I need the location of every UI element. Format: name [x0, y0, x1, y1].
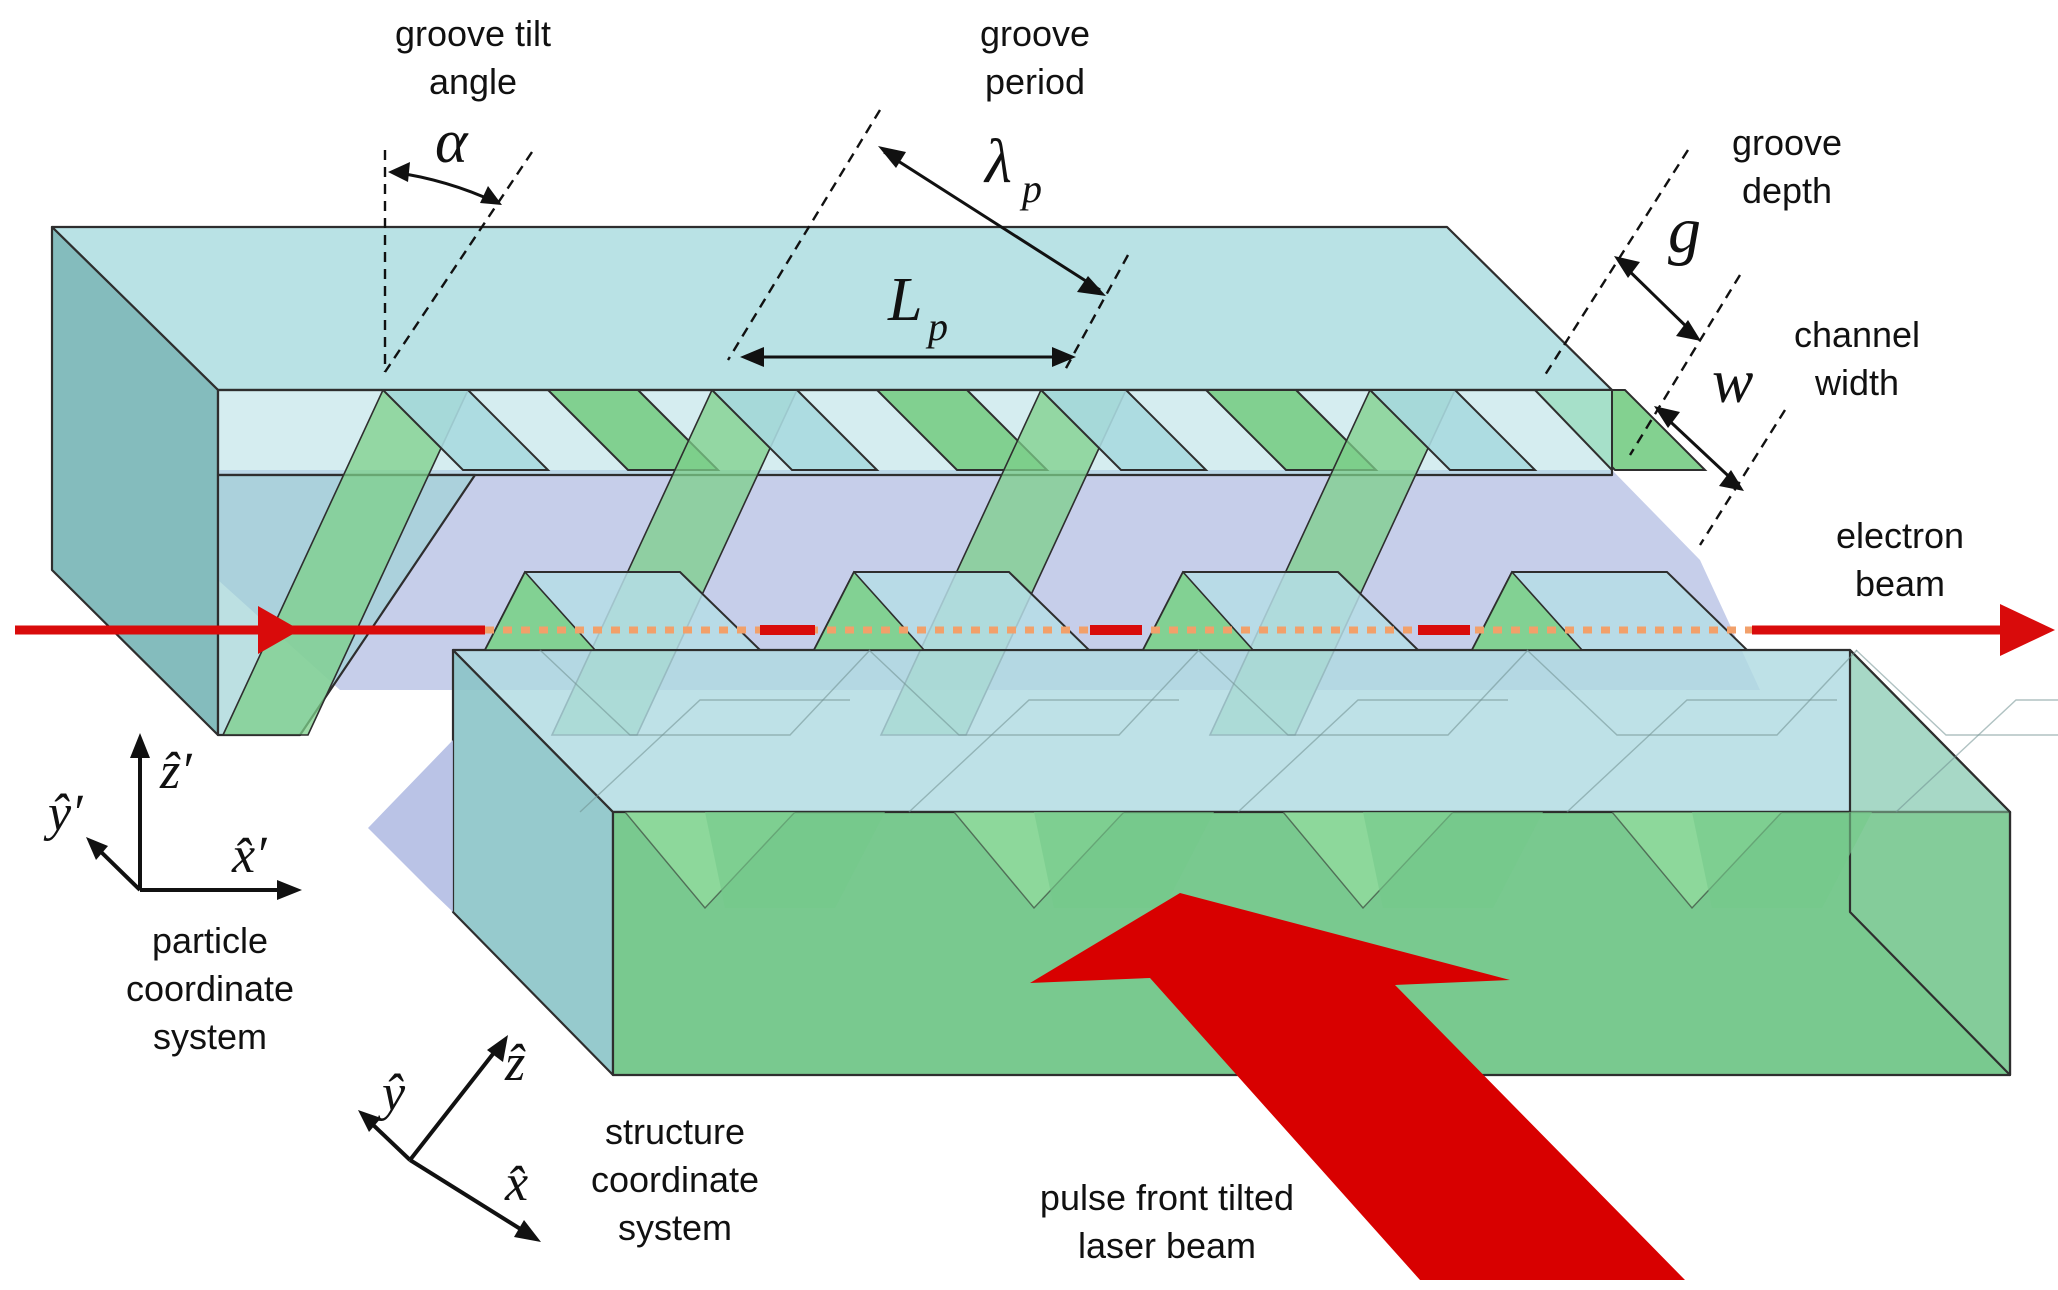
electron-beam-arrowhead [2000, 604, 2055, 656]
upper-groove-partial [1532, 389, 1613, 473]
groove-tilt-label-line-2: angle [429, 61, 517, 102]
lower-groove-front-shade [1034, 812, 1214, 908]
particle-z-axis-label: ẑ′ [159, 743, 193, 800]
lambda-dimension-line [883, 150, 1101, 292]
depth-extension-line-2 [1628, 274, 1742, 456]
structure-x-arrowhead [514, 1220, 541, 1242]
lower-groove-front-shade [1363, 812, 1543, 908]
structure-cs-label-line-1: structure [605, 1111, 745, 1152]
particle-x-arrowhead [277, 880, 302, 900]
alpha-symbol: α [435, 108, 469, 176]
w-arrowhead-bottom [1719, 470, 1744, 491]
period-extension-line-left [726, 109, 882, 361]
particle-coordinate-axes [86, 733, 302, 900]
lower-groove-front-shade [705, 812, 885, 908]
electron-beam-label-line-2: beam [1855, 563, 1945, 604]
ghost-groove-outline [1855, 649, 2058, 736]
ghost-groove-outline [1197, 649, 1529, 736]
g-arrowhead-top [1614, 256, 1640, 278]
upper-groove-cap [1367, 389, 1538, 471]
g-symbol: g [1668, 194, 1701, 267]
g-arrowhead-bottom [1676, 320, 1701, 341]
ghost-groove-outline [1237, 699, 1508, 813]
text-labels: groove tilt angle groove period groove d… [126, 13, 1964, 1266]
lambda-symbol: λ [983, 128, 1012, 196]
structure-coordinate-axes [358, 1035, 541, 1242]
period-extension-line-right [1063, 254, 1130, 371]
ghost-groove-outline [1526, 649, 1858, 736]
groove-tilt-angle-annotation [383, 150, 533, 373]
particle-cs-label-line-2: coordinate [126, 968, 294, 1009]
structure-z-axis-label: ẑ [504, 1035, 526, 1092]
upper-groove-cap [1038, 389, 1209, 471]
upper-groove-cap [709, 389, 880, 471]
ghost-groove-outline [908, 699, 1179, 813]
groove-period-label-line-1: groove [980, 13, 1090, 54]
upper-grooves [221, 389, 1708, 736]
lower-grating-block [368, 648, 2012, 1077]
ghost-groove-outline [868, 649, 1200, 736]
particle-cs-label-line-3: system [153, 1016, 267, 1057]
depth-width-annotation [1543, 149, 1787, 546]
electron-beam-mid-arrowhead [258, 606, 300, 654]
depth-extension-line-1 [1543, 149, 1690, 376]
electron-beam [15, 604, 2055, 656]
upper-groove-cap [380, 389, 551, 471]
upper-block-top-face [50, 225, 1614, 392]
Lp-arrowhead-left [740, 347, 764, 367]
lambda-subscript: p [1019, 166, 1042, 211]
groove-tilt-label-line-1: groove tilt [395, 13, 551, 54]
structure-x-axis-label: x̂ [504, 1155, 528, 1212]
groove-depth-label-line-2: depth [1742, 170, 1832, 211]
ghost-groove-outline [579, 699, 850, 813]
particle-y-arrowhead [86, 837, 108, 860]
math-symbols: α λ p L p g w ẑ′ ŷ′ x̂′ ẑ ŷ x̂ [43, 108, 1753, 1212]
lambda-arrowhead-bottom [1077, 276, 1106, 296]
lower-block-top-face [451, 648, 2012, 814]
ghost-groove-outlines [539, 649, 2058, 813]
g-dimension-line [1618, 260, 1697, 337]
structure-x-axis [408, 1158, 532, 1237]
structure-y-axis [366, 1118, 412, 1162]
Lp-symbol: L [887, 266, 922, 334]
structure-y-axis-label: ŷ [377, 1065, 406, 1122]
electron-beam-label-line-1: electron [1836, 515, 1964, 556]
channel-width-label-line-2: width [1814, 362, 1899, 403]
particle-x-axis-label: x̂′ [231, 827, 268, 884]
Lp-subscript: p [925, 304, 948, 349]
ghost-groove-outline [1566, 699, 1837, 813]
width-extension-line [1698, 409, 1787, 546]
ghost-groove-outline [1895, 699, 2058, 813]
groove-depth-label-line-1: groove [1732, 122, 1842, 163]
w-dimension-line [1658, 410, 1740, 487]
groove-period-annotation [726, 109, 1130, 371]
w-arrowhead-top [1654, 406, 1680, 428]
tilt-arc-arrowhead-left [388, 162, 410, 182]
groove-period-label-line-2: period [985, 61, 1085, 102]
structure-y-arrowhead [358, 1110, 381, 1132]
laser-beam-label-line-1: pulse front tilted [1040, 1177, 1294, 1218]
w-symbol: w [1712, 348, 1753, 416]
laser-beam-label-line-2: laser beam [1078, 1225, 1256, 1266]
particle-y-axis-label: ŷ′ [43, 785, 84, 842]
structure-z-arrowhead [487, 1035, 508, 1062]
structure-cs-label-line-2: coordinate [591, 1159, 759, 1200]
lower-block-channel-sliver [368, 740, 453, 912]
particle-y-axis [94, 845, 142, 892]
lower-groove-front-shade [1692, 812, 1872, 908]
channel-width-label-line-1: channel [1794, 314, 1920, 355]
structure-cs-label-line-3: system [618, 1207, 732, 1248]
lambda-arrowhead-top [878, 146, 906, 168]
structure-z-axis [408, 1043, 502, 1162]
ghost-groove-outline [539, 649, 871, 736]
particle-cs-label-line-1: particle [152, 920, 268, 961]
Lp-arrowhead-right [1052, 347, 1076, 367]
tilt-arc-arrowhead-right [480, 186, 502, 205]
particle-z-arrowhead [130, 733, 150, 758]
laser-beam-arrow [1030, 893, 1685, 1280]
